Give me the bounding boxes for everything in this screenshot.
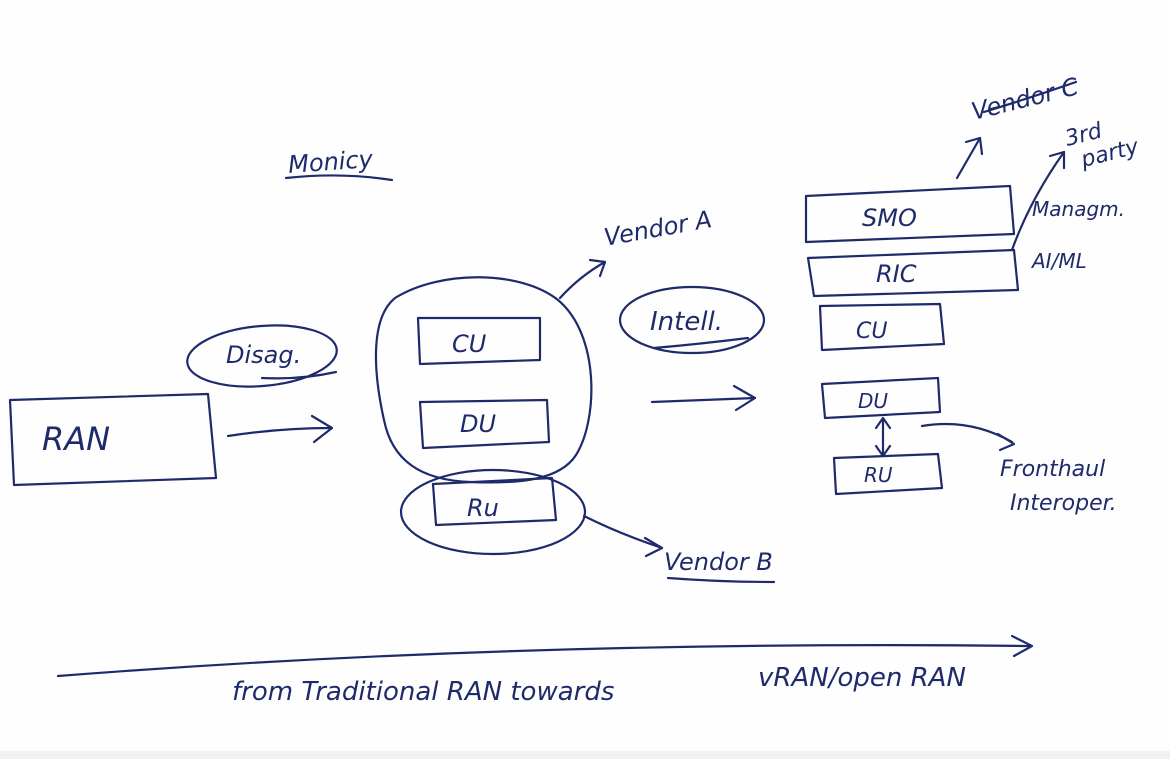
fronthaul-line2: Interoper.: [1010, 491, 1117, 516]
vendor-b-underline: [666, 576, 776, 584]
du-right-label: DU: [858, 389, 888, 413]
ru-right-label: RU: [864, 463, 893, 487]
arrow-vendor-a-head: [588, 258, 607, 278]
ric-box: [806, 248, 1020, 298]
ru-left-label: Ru: [467, 494, 499, 522]
arrow-vendor-c-head: [964, 136, 984, 156]
du-right-box: [820, 376, 942, 420]
bottom-strip: [0, 751, 1170, 759]
arrow-third-party: [1010, 150, 1066, 252]
arrow-vendor-b-head: [643, 536, 664, 558]
arrow-blob-to-stack: [650, 396, 757, 404]
intell-underline: [652, 336, 750, 350]
ran-label: RAN: [42, 420, 110, 458]
arrow-fronthaul-head: [996, 432, 1016, 452]
arrow-vendor-c: [955, 136, 982, 180]
arrow-vendor-b: [582, 514, 664, 550]
managm-label: Managm.: [1032, 197, 1125, 221]
smo-box: [804, 184, 1016, 244]
ru-left-ellipse: [399, 468, 587, 556]
monicy-underline: [284, 174, 394, 182]
intell-ellipse: [618, 285, 766, 355]
du-ru-link-head-up: [874, 416, 892, 430]
arrow-vendor-a: [558, 260, 607, 300]
disag-label: Disag.: [226, 341, 301, 369]
timeline-arrow-head: [1010, 634, 1034, 658]
ru-left-box: [431, 476, 558, 527]
arrow-third-party-head: [1048, 150, 1066, 170]
arrow-ran-to-blob: [226, 426, 334, 438]
vendor-a-blob: [374, 276, 593, 484]
ru-right-box: [832, 452, 944, 496]
ric-label: RIC: [876, 260, 917, 288]
cu-left-label: CU: [452, 330, 487, 358]
timeline-caption-right: vRAN/open RAN: [758, 663, 966, 693]
du-ru-link-head-down: [874, 444, 892, 458]
timeline-caption-left: from Traditional RAN towards: [232, 677, 614, 707]
vendor-c-underline: [982, 80, 1078, 114]
du-left-box: [418, 398, 551, 450]
vendor-a-label: Vendor A: [602, 205, 714, 251]
aiml-label: AI/ML: [1030, 249, 1087, 273]
ran-box: [8, 392, 218, 487]
smo-label: SMO: [862, 204, 917, 232]
arrow-fronthaul: [920, 422, 1014, 444]
timeline-arrow: [56, 644, 1032, 678]
arrow-ran-to-blob-head: [310, 414, 334, 444]
cu-right-box: [818, 302, 946, 352]
du-left-label: DU: [460, 410, 496, 438]
disag-underline: [260, 370, 338, 380]
arrow-blob-to-stack-head: [732, 384, 757, 412]
disag-ellipse: [186, 324, 338, 388]
cu-left-box: [416, 316, 542, 366]
intell-label: Intell.: [650, 307, 723, 337]
fronthaul-line1: Fronthaul: [1000, 457, 1105, 482]
monicy-title: Monicy: [287, 145, 374, 179]
cu-right-label: CU: [856, 319, 887, 344]
vendor-b-label: Vendor B: [664, 548, 773, 576]
